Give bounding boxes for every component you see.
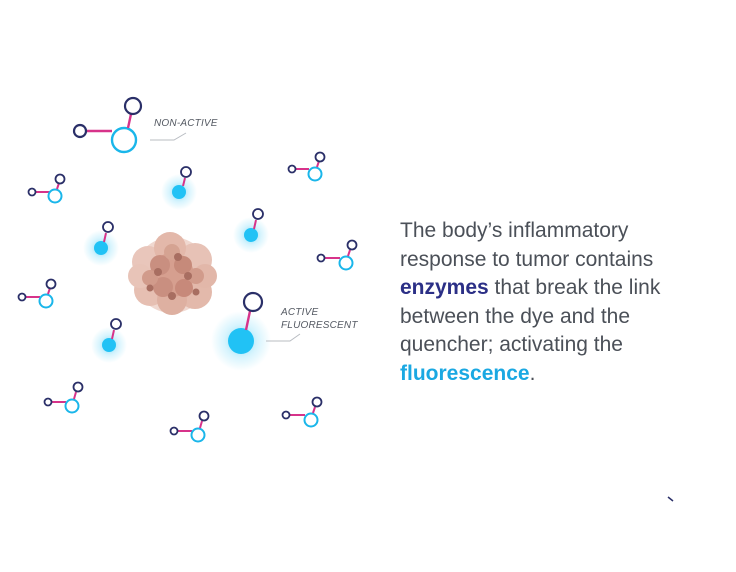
active-label-line2: FLUORESCENT [281, 320, 358, 331]
active-probe-icon [91, 318, 127, 363]
tumor-cell-cluster-icon [128, 232, 217, 315]
probe-molecule-icon [43, 381, 84, 414]
fluorescence-highlight: fluorescence [400, 361, 530, 385]
active-probe-icon [83, 221, 119, 266]
non-active-label: NON-ACTIVE [154, 118, 218, 129]
probe-molecule-icon [27, 173, 66, 204]
active-probe-icon [161, 166, 197, 210]
explanation-text: The body’s inflammatory response to tumo… [400, 217, 720, 388]
caption-part2: that break the link between the dye and … [400, 276, 661, 356]
probe-molecule-icon [281, 396, 323, 428]
probe-molecule-icon [17, 278, 57, 309]
non-active-leader-line [150, 132, 187, 141]
probe-molecule-icon [169, 410, 210, 443]
enzymes-highlight: enzymes [400, 276, 489, 299]
probe-molecule-icon [72, 96, 143, 154]
decorative-tick [667, 496, 674, 502]
active-probe-icon [211, 291, 271, 371]
probe-molecule-icon [316, 239, 358, 271]
active-probe-icon [233, 208, 269, 253]
probe-molecule-icon [287, 151, 326, 182]
active-leader-line [266, 333, 301, 342]
caption-part3: . [529, 361, 536, 385]
caption-part1: The body’s inflammatory response to tumo… [400, 219, 654, 271]
active-label-line1: ACTIVE [280, 307, 318, 318]
